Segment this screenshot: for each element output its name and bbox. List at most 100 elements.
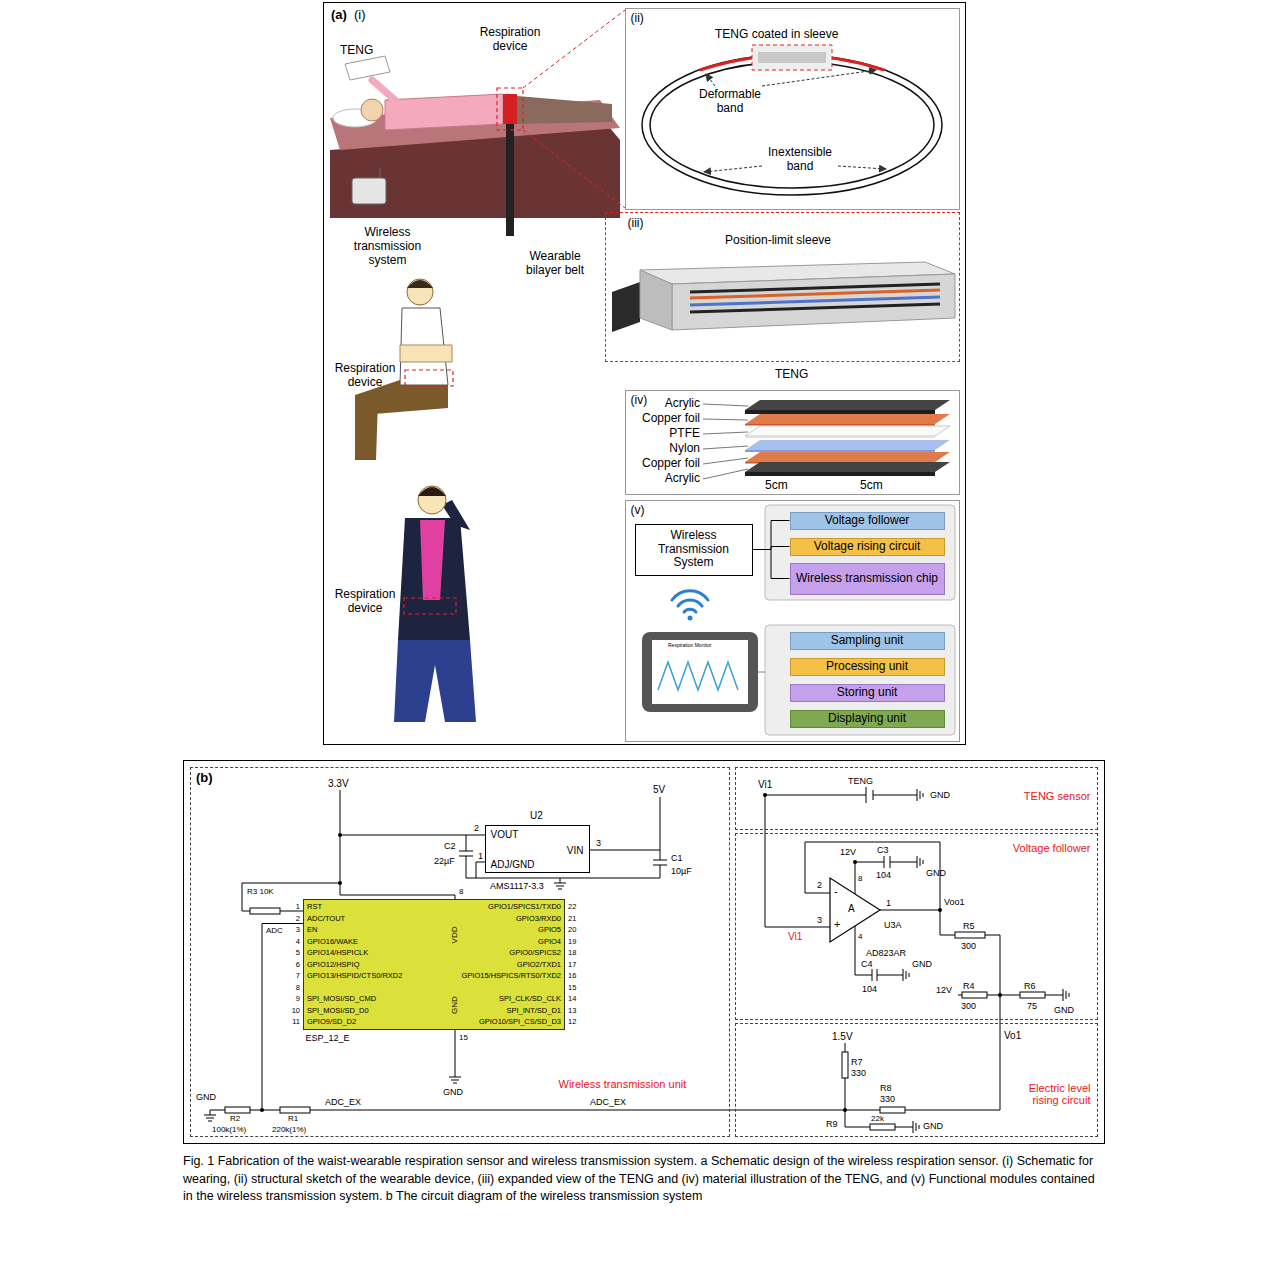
standing-person — [398, 518, 470, 640]
circuit-label: 300 — [961, 941, 976, 951]
circuit-wire — [242, 790, 485, 911]
standing-person — [394, 486, 476, 722]
ground-symbol — [1058, 989, 1069, 1001]
circuit-label: ADC_EX — [590, 1097, 626, 1107]
pin-number: 6 — [296, 961, 300, 969]
node-text: VOUT — [491, 829, 519, 841]
belt-sketch — [758, 52, 826, 63]
circuit-wire — [590, 797, 667, 878]
layer-stack — [703, 404, 748, 479]
ground-symbol — [554, 878, 566, 889]
circuit-label: 2 — [817, 880, 822, 890]
pin-name: SPI_INT/SD_D1 — [506, 1007, 561, 1015]
annotation-label: Acrylic — [665, 397, 700, 411]
bed-scene — [506, 124, 514, 236]
layer-stack — [745, 410, 935, 414]
circuit-label: + — [834, 918, 840, 931]
circuit-label: A — [848, 903, 855, 915]
pin-name: GPIO4 — [538, 938, 561, 946]
pin-number: 22 — [568, 903, 576, 911]
node-text: (ii) — [631, 12, 644, 26]
circuit-label: 104 — [862, 984, 877, 994]
circuit-region: Wireless transmission unit VOUT VIN ADJ/GND… — [190, 767, 730, 1137]
annotation-label: Respiration device — [330, 362, 400, 390]
circuit-label: R5 — [963, 921, 975, 931]
pin-name: GPIO0/SPICS2 — [509, 949, 561, 957]
ground-symbol — [204, 1110, 216, 1121]
circuit-label: C2 — [444, 841, 456, 851]
unit-box: Sampling unit — [790, 632, 945, 650]
circuit-label: GND — [196, 1092, 216, 1102]
pin-number: 12 — [568, 1018, 576, 1026]
module-panels — [765, 505, 955, 735]
layer-stack — [745, 424, 935, 426]
wifi-icon — [672, 591, 708, 600]
pin-name: SPI_MOSI/SD_D0 — [307, 1007, 369, 1015]
node-text: Electric level rising circuit — [1011, 1082, 1091, 1107]
bed-scene — [503, 94, 517, 124]
opamp-symbol — [830, 878, 880, 942]
module-box: Wireless transmission chip — [790, 563, 945, 595]
resistor-symbol — [842, 1052, 848, 1078]
circuit-label: 5V — [653, 784, 665, 796]
node-text: ADJ/GND — [491, 859, 535, 871]
layer-stack — [745, 414, 950, 424]
standing-person — [404, 598, 456, 614]
node-text: VIN — [567, 845, 584, 857]
system-box: Wireless Transmission System — [635, 524, 753, 576]
node-text: ESP_12_E — [306, 1033, 350, 1043]
circuit-label: ADC_EX — [325, 1097, 361, 1107]
subpanel-box: (v)Wireless Transmission SystemVoltage f… — [625, 500, 960, 742]
circuit-wire — [765, 795, 830, 927]
belt-sketch — [706, 74, 715, 86]
node-text: (iv) — [631, 394, 648, 408]
circuit-wire — [985, 935, 1000, 995]
pin-number: 18 — [568, 949, 576, 957]
unit-box: Processing unit — [790, 658, 945, 676]
pin-name: GPIO12/HSPIQ — [307, 961, 360, 969]
circuit-label: ADC — [266, 926, 283, 935]
bracket-connector — [753, 550, 790, 579]
wifi-icon — [688, 616, 693, 621]
circuit-label: 104 — [876, 870, 891, 880]
pin-number: 8 — [296, 984, 300, 992]
node-text: Displaying unit — [828, 712, 906, 726]
annotation-label: Respiration device — [470, 26, 550, 54]
annotation-label: Respiration device — [330, 588, 400, 616]
bed-scene — [497, 88, 523, 130]
circuit-label: - — [834, 885, 838, 898]
bed-scene — [372, 80, 395, 100]
resistor-symbol — [962, 992, 987, 998]
circuit-label: R3 10K — [247, 887, 274, 896]
circuit-label: 3 — [596, 838, 601, 848]
annotation-label: Copper foil — [642, 412, 700, 426]
sitting-person — [405, 370, 453, 386]
circuit-label: Vi1 — [758, 779, 772, 791]
circuit-label: GND — [912, 959, 932, 969]
sitting-person — [407, 279, 433, 305]
bed-scene — [361, 99, 383, 121]
belt-sketch — [704, 166, 762, 172]
module-panels — [765, 505, 955, 600]
junction-dot — [853, 860, 857, 864]
node-text: Wireless transmission unit — [559, 1078, 687, 1091]
circuit-label: C4 — [861, 959, 873, 969]
junction-dot — [998, 993, 1002, 997]
circuit-wire — [210, 995, 1000, 1110]
pin-number: 10 — [292, 1007, 300, 1015]
layer-stack — [745, 400, 950, 410]
annotation-label: PTFE — [669, 427, 700, 441]
pin-number: 5 — [296, 949, 300, 957]
belt-sketch — [642, 45, 942, 195]
circuit-label: 330 — [880, 1094, 895, 1104]
ground-symbol — [449, 1072, 461, 1083]
circuit-label: R4 — [963, 981, 975, 991]
pin-number: 7 — [296, 972, 300, 980]
standing-person — [420, 520, 445, 600]
pin-name: GPIO13/HSPID/CTS0/RXD2 — [307, 972, 402, 980]
pin-number: 19 — [568, 938, 576, 946]
bed-scene — [385, 94, 503, 130]
bed-scene — [517, 96, 612, 124]
circuit-label: R6 — [1024, 981, 1036, 991]
